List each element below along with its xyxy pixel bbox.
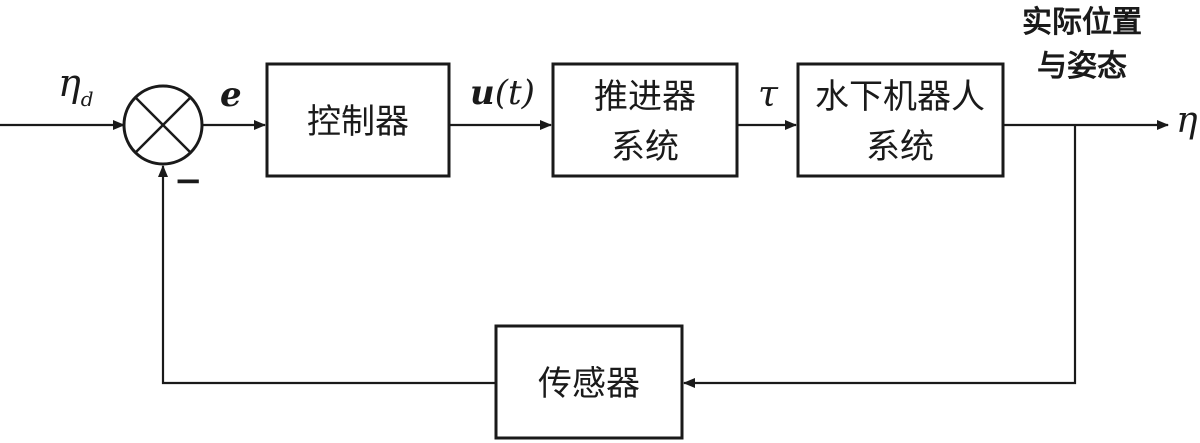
sensor-label: 传感器 (538, 364, 640, 404)
annotation-line1: 实际位置 (1022, 5, 1142, 40)
controller-block (265, 62, 451, 178)
sensor-block (494, 324, 684, 440)
thrust-label: τ (758, 74, 779, 115)
output-label: η (1176, 100, 1198, 141)
summing-junction (122, 84, 204, 166)
feedback-return-line (158, 165, 496, 385)
robot-label-line1: 水下机器人 (815, 77, 985, 117)
annotation-line2: 与姿态 (1037, 49, 1127, 84)
thruster-label-line1: 推进器 (594, 77, 696, 117)
error-label: e (220, 75, 242, 115)
underwater-robot-block (796, 62, 1005, 178)
thruster-label-line2: 系统 (611, 127, 679, 167)
control-signal-label: u(t) (470, 73, 535, 113)
thruster-system-block (551, 62, 739, 178)
desired-state-label: ηd (58, 61, 94, 111)
controller-label: 控制器 (307, 102, 409, 142)
feedback-branch-line (683, 125, 1077, 388)
feedback-sign: − (174, 161, 203, 201)
robot-label-line2: 系统 (866, 127, 934, 167)
